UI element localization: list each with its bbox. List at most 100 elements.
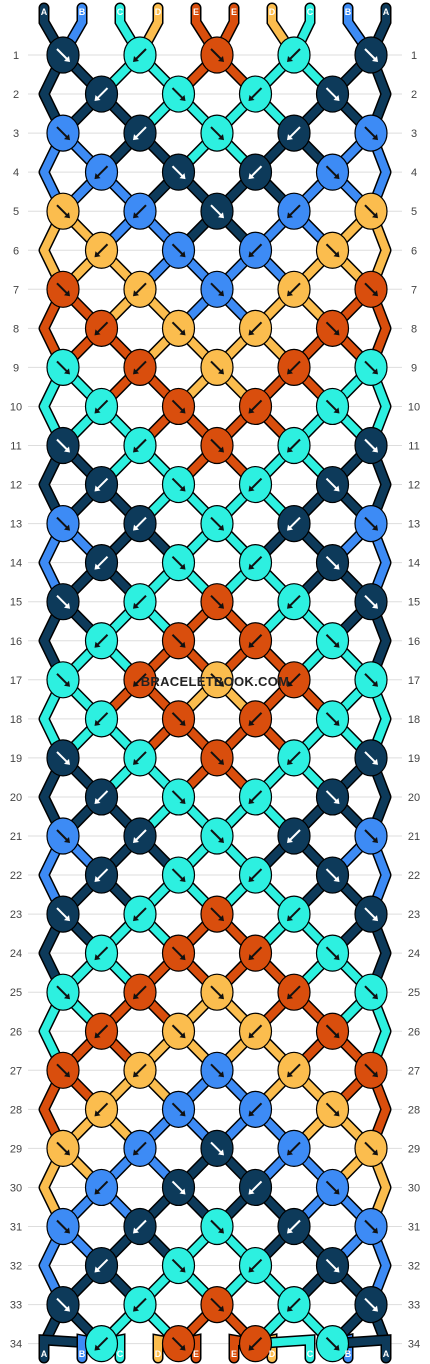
knot-arrow xyxy=(325,1024,339,1037)
row-number-left: 27 xyxy=(10,1065,22,1077)
knot-arrow xyxy=(95,1336,109,1350)
knot-arrow xyxy=(364,751,377,764)
knot-arrow xyxy=(364,360,377,374)
knot-arrow xyxy=(249,555,263,569)
knot-arrowhead xyxy=(179,251,186,258)
row-number-left: 25 xyxy=(10,987,22,999)
knot-arrow xyxy=(249,1336,263,1350)
knot-arrow xyxy=(325,1336,339,1350)
knot-arrow xyxy=(134,438,147,452)
knot-arrow xyxy=(364,126,377,139)
knot-arrowhead xyxy=(64,680,70,687)
knot-arrowhead xyxy=(94,95,101,102)
row-number-right: 12 xyxy=(408,480,420,492)
knot-arrowhead xyxy=(133,602,139,609)
knot-arrow xyxy=(210,126,223,139)
knot-arrowhead xyxy=(179,954,186,961)
bottom-strand xyxy=(328,1335,390,1362)
knot-arrowhead xyxy=(372,1305,378,1312)
knot-arrowhead xyxy=(333,95,340,102)
knot-arrowhead xyxy=(333,563,340,570)
knot-arrowhead xyxy=(372,758,378,765)
knot-arrow xyxy=(325,321,339,335)
knot-arrowhead xyxy=(94,173,101,180)
knot-arrowhead xyxy=(333,797,340,804)
knot-arrowhead xyxy=(94,1188,101,1195)
knot-arrow xyxy=(171,399,185,413)
knot-arrowhead xyxy=(94,954,101,961)
row-number-left: 24 xyxy=(10,948,22,960)
knot-arrowhead xyxy=(248,797,255,804)
knot-arrow xyxy=(288,1297,301,1311)
knot-arrow xyxy=(134,907,147,920)
knot-arrowhead xyxy=(248,1110,255,1117)
knot-arrow xyxy=(95,634,109,647)
row-number-right: 20 xyxy=(408,792,420,804)
knot-arrowhead xyxy=(94,1032,101,1039)
knot-arrowhead xyxy=(372,993,378,1000)
row-number-right: 9 xyxy=(411,362,417,374)
knot-arrow xyxy=(325,868,339,881)
knot-arrow xyxy=(134,1141,147,1155)
knot-arrowhead xyxy=(179,329,186,336)
knot-arrow xyxy=(210,594,223,608)
top-strand-label: E xyxy=(231,7,237,17)
knot-arrowhead xyxy=(218,915,224,922)
knot-arrowhead xyxy=(64,290,70,297)
bottom-strand-label: D xyxy=(269,1349,276,1359)
row-number-right: 23 xyxy=(408,909,420,921)
knot-arrowhead xyxy=(287,212,293,219)
knot-arrow xyxy=(134,516,147,530)
knot-arrowhead xyxy=(372,368,378,375)
knot-arrow xyxy=(56,829,69,842)
row-number-left: 15 xyxy=(10,597,22,609)
row-number-left: 6 xyxy=(13,245,19,257)
knot-arrowhead xyxy=(179,1266,186,1273)
knot-arrow xyxy=(364,48,377,61)
row-number-right: 15 xyxy=(408,597,420,609)
knot-arrowhead xyxy=(218,993,224,1000)
row-number-right: 5 xyxy=(411,206,417,218)
top-strand-label: B xyxy=(345,7,352,17)
knot-arrowhead xyxy=(179,1032,186,1039)
knot-arrowhead xyxy=(179,797,186,804)
row-number-right: 6 xyxy=(411,245,417,257)
row-number-left: 2 xyxy=(13,89,19,101)
row-number-right: 34 xyxy=(408,1339,420,1351)
knot-arrow xyxy=(56,438,69,452)
row-number-left: 21 xyxy=(10,831,22,843)
knot-arrowhead xyxy=(94,329,101,336)
knot-arrow xyxy=(249,165,263,178)
row-number-left: 8 xyxy=(13,323,19,335)
row-number-right: 16 xyxy=(408,636,420,648)
knot-arrow xyxy=(288,829,301,842)
row-number-left: 13 xyxy=(10,519,22,531)
row-number-right: 21 xyxy=(408,831,420,843)
row-number-left: 26 xyxy=(10,1026,22,1038)
knot-arrow xyxy=(95,1102,109,1116)
knot-arrow xyxy=(288,282,301,296)
knot-arrowhead xyxy=(64,134,70,141)
knot-arrow xyxy=(95,946,109,959)
knot-arrow xyxy=(171,712,185,725)
knot-arrowhead xyxy=(248,563,255,570)
knot-arrow xyxy=(95,165,109,178)
knot-arrowhead xyxy=(94,563,101,570)
knot-arrowhead xyxy=(333,251,340,258)
knot-arrowhead xyxy=(248,1188,255,1195)
row-number-right: 3 xyxy=(411,128,417,140)
knot-arrowhead xyxy=(333,719,340,726)
knot-arrowhead xyxy=(133,680,139,687)
knot-arrow xyxy=(171,790,185,803)
knot-arrow xyxy=(249,477,263,491)
knot-arrow xyxy=(210,1297,223,1311)
knot-arrowhead xyxy=(133,524,139,531)
knot-arrow xyxy=(249,1258,263,1272)
knot-arrow xyxy=(210,360,223,374)
knot-arrowhead xyxy=(133,368,139,375)
knot-arrow xyxy=(134,673,147,686)
knot-arrowhead xyxy=(218,1227,224,1234)
bottom-strand-label: C xyxy=(117,1349,124,1359)
